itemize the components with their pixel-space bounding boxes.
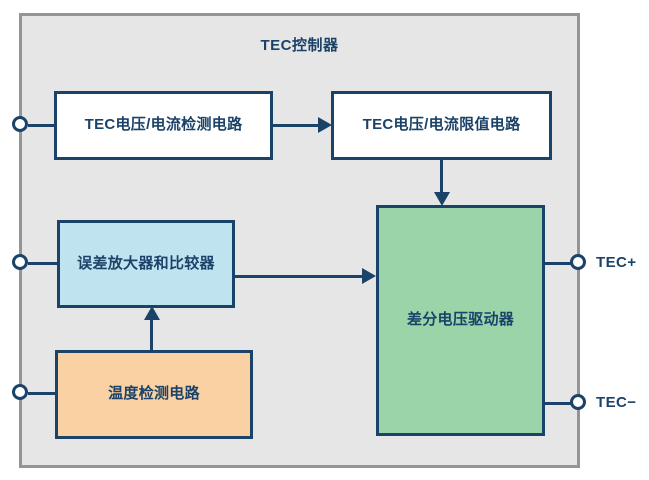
arrowhead-sense-to-limit <box>318 117 332 133</box>
terminal-output-tec-minus[interactable] <box>570 394 586 410</box>
wire-input-to-erramp <box>28 262 59 265</box>
wire-input-to-temp <box>28 392 57 395</box>
wire-driver-to-tec-plus <box>543 262 573 265</box>
wire-temp-to-erramp <box>150 318 153 352</box>
terminal-input-temp[interactable] <box>12 384 28 400</box>
enclosure-title: TEC控制器 <box>260 37 339 54</box>
block-error-amplifier-comparator[interactable]: 误差放大器和比较器 <box>57 220 235 308</box>
wire-limit-to-driver <box>440 158 443 194</box>
block-differential-voltage-driver[interactable]: 差分电压驱动器 <box>376 205 545 436</box>
wire-input-to-sense <box>28 124 56 127</box>
wire-driver-to-tec-minus <box>543 402 573 405</box>
terminal-label-tec-plus: TEC+ <box>596 254 637 271</box>
terminal-label-tec-minus: TEC− <box>596 394 637 411</box>
arrowhead-limit-to-driver <box>434 192 450 206</box>
wire-erramp-to-driver <box>234 275 366 278</box>
terminal-input-erramp[interactable] <box>12 254 28 270</box>
terminal-output-tec-plus[interactable] <box>570 254 586 270</box>
wire-sense-to-limit <box>272 124 322 127</box>
arrowhead-temp-to-erramp <box>144 306 160 320</box>
block-temperature-sense-circuit[interactable]: 温度检测电路 <box>55 350 253 439</box>
arrowhead-erramp-to-driver <box>362 268 376 284</box>
block-tec-voltage-current-sense[interactable]: TEC电压/电流检测电路 <box>54 91 273 160</box>
block-tec-voltage-current-limit[interactable]: TEC电压/电流限值电路 <box>331 91 552 160</box>
terminal-input-sense[interactable] <box>12 116 28 132</box>
